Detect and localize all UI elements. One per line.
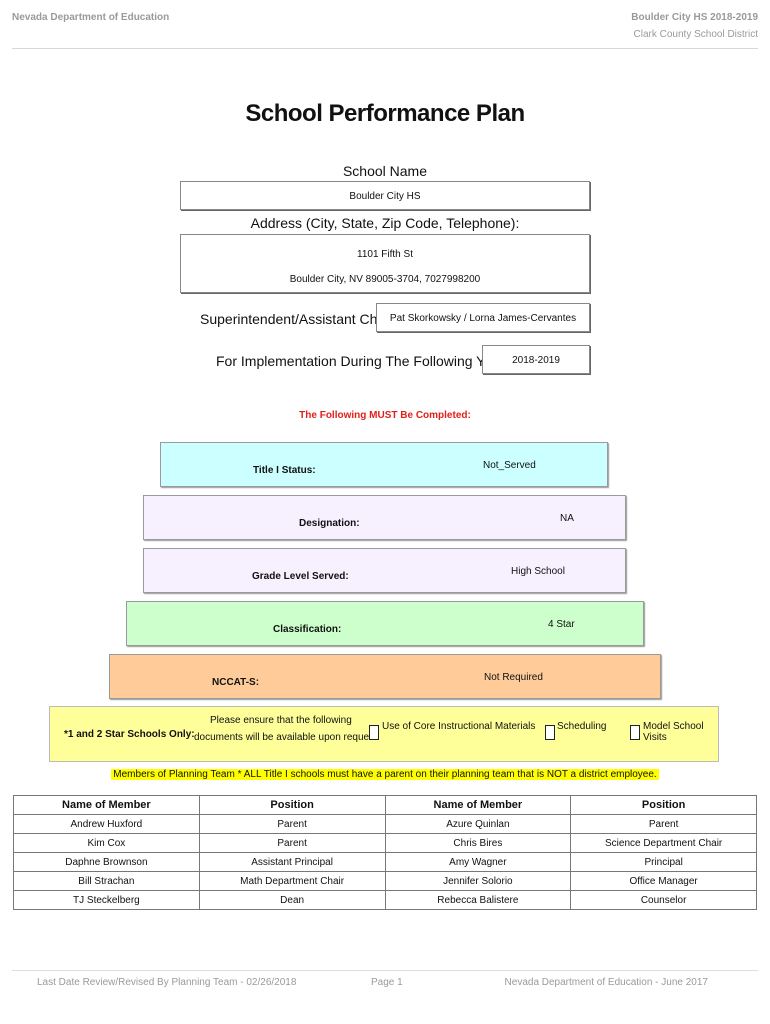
header-district: Clark County School District — [633, 29, 758, 40]
title-container: School Performance Plan — [0, 100, 770, 128]
model-school-visits-checkbox[interactable] — [630, 725, 640, 740]
table-row: Bill Strachan Math Department Chair Jenn… — [13, 871, 757, 891]
star-schools-note-line1: Please ensure that the following — [210, 715, 352, 726]
position-cell[interactable]: Parent — [198, 814, 386, 834]
table-row: TJ Steckelberg Dean Rebecca Balistere Co… — [13, 890, 757, 910]
header-divider — [12, 48, 758, 49]
address-line1: 1101 Fifth St — [357, 249, 413, 260]
col-header-member-name: Name of Member — [13, 795, 200, 815]
col-header-member-name: Name of Member — [384, 795, 572, 815]
nccat-band: NCCAT-S: Not Required — [109, 654, 661, 699]
position-cell[interactable]: Principal — [570, 852, 757, 872]
address-field[interactable]: 1101 Fifth St Boulder City, NV 89005-370… — [180, 234, 590, 293]
team-note: Members of Planning Team * ALL Title I s… — [111, 769, 659, 780]
grade-level-label: Grade Level Served: — [252, 571, 349, 582]
core-materials-checkbox[interactable] — [369, 725, 379, 740]
page-title: School Performance Plan — [245, 100, 525, 127]
designation-label: Designation: — [299, 518, 360, 529]
member-name-cell[interactable]: Bill Strachan — [13, 871, 200, 891]
classification-value[interactable]: 4 Star — [548, 619, 575, 630]
member-name-cell[interactable]: Daphne Brownson — [13, 852, 200, 872]
title1-status-band: Title I Status: Not_Served — [160, 442, 608, 487]
table-row: Daphne Brownson Assistant Principal Amy … — [13, 852, 757, 872]
member-name-cell[interactable]: TJ Steckelberg — [13, 890, 200, 910]
member-name-cell[interactable]: Andrew Huxford — [13, 814, 200, 834]
star-schools-note-line2: documents will be available upon request — [194, 732, 377, 743]
col-header-position: Position — [570, 795, 757, 815]
must-complete-notice: The Following MUST Be Completed: — [299, 410, 471, 421]
position-cell[interactable]: Math Department Chair — [198, 871, 386, 891]
star-schools-row: *1 and 2 Star Schools Only: Please ensur… — [49, 706, 719, 762]
grade-level-band: Grade Level Served: High School — [143, 548, 626, 593]
member-name-cell[interactable]: Chris Bires — [384, 833, 572, 853]
position-cell[interactable]: Parent — [198, 833, 386, 853]
position-cell[interactable]: Assistant Principal — [198, 852, 386, 872]
designation-band: Designation: NA — [143, 495, 626, 540]
star-schools-label: *1 and 2 Star Schools Only: — [64, 729, 195, 740]
position-cell[interactable]: Dean — [198, 890, 386, 910]
footer-source: Nevada Department of Education - June 20… — [504, 977, 708, 988]
nccat-value[interactable]: Not Required — [484, 672, 543, 683]
years-label: For Implementation During The Following … — [216, 353, 516, 369]
member-name-cell[interactable]: Kim Cox — [13, 833, 200, 853]
table-row: Andrew Huxford Parent Azure Quinlan Pare… — [13, 814, 757, 834]
position-cell[interactable]: Science Department Chair — [570, 833, 757, 853]
title1-status-label: Title I Status: — [253, 465, 316, 476]
title1-status-value[interactable]: Not_Served — [483, 460, 536, 471]
superintendent-label: Superintendent/Assistant Chief: — [200, 311, 397, 327]
nccat-label: NCCAT-S: — [212, 677, 260, 688]
position-cell[interactable]: Parent — [570, 814, 757, 834]
table-row: Kim Cox Parent Chris Bires Science Depar… — [13, 833, 757, 853]
footer-review-date: Last Date Review/Revised By Planning Tea… — [37, 977, 297, 988]
position-cell[interactable]: Office Manager — [570, 871, 757, 891]
classification-band: Classification: 4 Star — [126, 601, 644, 646]
team-note-container: Members of Planning Team * ALL Title I s… — [0, 764, 770, 782]
classification-label: Classification: — [273, 624, 342, 635]
address-label: Address (City, State, Zip Code, Telephon… — [250, 215, 520, 231]
years-field[interactable]: 2018-2019 — [482, 345, 590, 374]
address-line2: Boulder City, NV 89005-3704, 7027998200 — [289, 274, 481, 285]
designation-value[interactable]: NA — [560, 513, 574, 524]
member-name-cell[interactable]: Jennifer Solorio — [384, 871, 572, 891]
col-header-position: Position — [198, 795, 386, 815]
member-name-cell[interactable]: Rebecca Balistere — [384, 890, 572, 910]
school-name-field[interactable]: Boulder City HS — [180, 181, 590, 210]
table-header-row: Name of Member Position Name of Member P… — [13, 795, 757, 815]
model-school-visits-label: Model School Visits — [643, 721, 704, 743]
member-name-cell[interactable]: Amy Wagner — [384, 852, 572, 872]
scheduling-checkbox[interactable] — [545, 725, 555, 740]
superintendent-field[interactable]: Pat Skorkowsky / Lorna James-Cervantes — [376, 303, 590, 332]
header-org: Nevada Department of Education — [12, 12, 170, 23]
planning-team-table: Name of Member Position Name of Member P… — [13, 795, 757, 910]
grade-level-value[interactable]: High School — [511, 566, 565, 577]
header-school-year: Boulder City HS 2018-2019 — [631, 12, 758, 23]
scheduling-label: Scheduling — [557, 721, 607, 732]
footer-divider — [12, 970, 758, 971]
footer-page-number: Page 1 — [371, 977, 403, 988]
position-cell[interactable]: Counselor — [570, 890, 757, 910]
member-name-cell[interactable]: Azure Quinlan — [384, 814, 572, 834]
school-name-label: School Name — [342, 163, 428, 179]
core-materials-label: Use of Core Instructional Materials — [382, 721, 536, 732]
